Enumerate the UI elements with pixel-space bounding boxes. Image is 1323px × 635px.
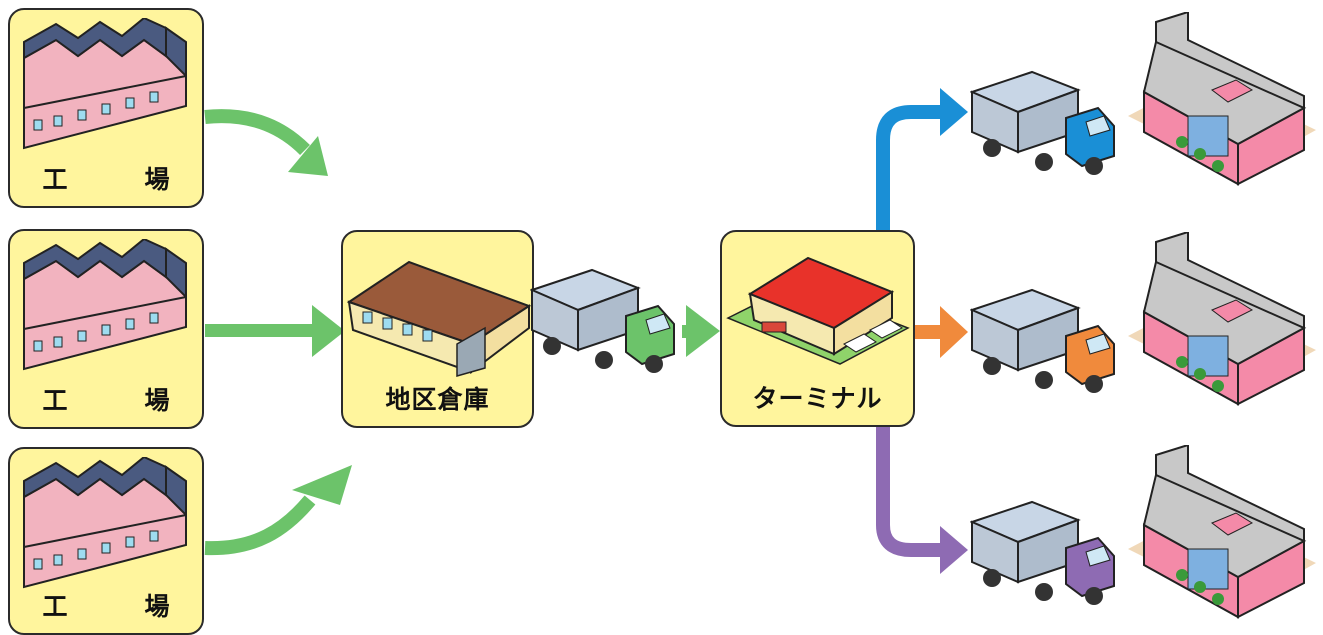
factory-box-3: 工 場	[8, 447, 204, 635]
purple-truck-icon	[970, 500, 1115, 605]
factory-icon	[23, 239, 187, 371]
warehouse-icon	[347, 260, 532, 377]
blue-truck-icon	[970, 70, 1115, 175]
green-truck-icon	[530, 268, 675, 373]
store-building-icon	[1128, 445, 1316, 619]
terminal-label: ターミナル	[752, 384, 883, 413]
factory-label: 工 場	[42, 165, 196, 194]
terminal-icon	[726, 256, 910, 365]
factory-label: 工 場	[42, 592, 196, 621]
factory-icon	[23, 18, 187, 150]
blue-branch-arrow	[876, 88, 968, 232]
warehouse-label: 地区倉庫	[385, 385, 490, 414]
factory-box-1: 工 場	[8, 8, 204, 208]
factory-box-2: 工 場	[8, 229, 204, 429]
factory-3-arrow	[204, 465, 352, 556]
orange-truck-icon	[970, 288, 1115, 393]
terminal-box: ターミナル	[720, 230, 915, 427]
warehouse-to-terminal-arrow	[682, 305, 720, 357]
store-building-icon	[1128, 232, 1316, 406]
factory-icon	[23, 457, 187, 589]
purple-branch-arrow	[876, 425, 968, 574]
factory-label: 工 場	[42, 386, 196, 415]
warehouse-box: 地区倉庫	[341, 230, 534, 428]
factory-2-arrow	[205, 305, 345, 357]
store-building-icon	[1128, 12, 1316, 186]
factory-1-arrow	[204, 109, 328, 176]
orange-branch-arrow	[915, 306, 968, 358]
